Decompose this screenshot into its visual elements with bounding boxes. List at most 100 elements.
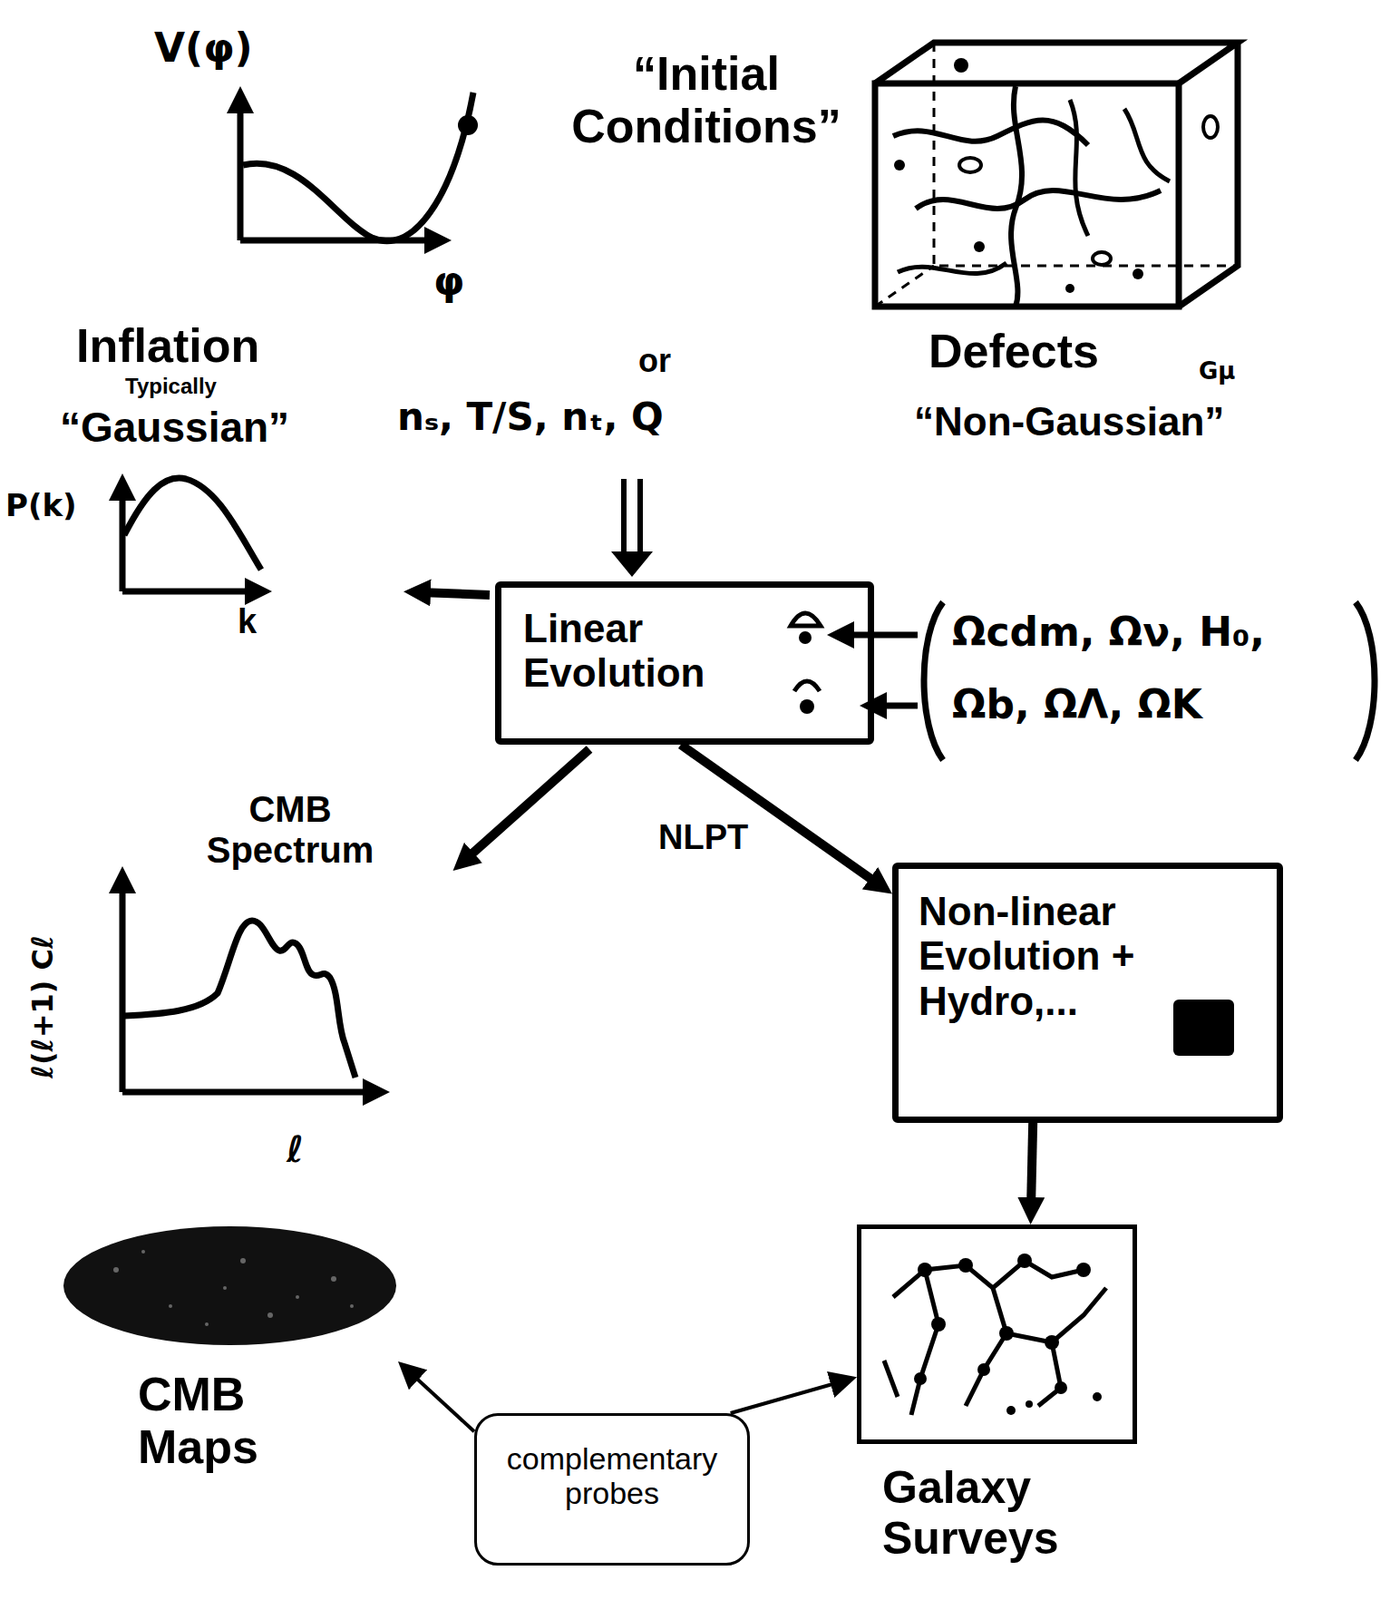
filament [1006, 1287, 1107, 1342]
filament [884, 1360, 898, 1397]
galaxy-dot [1092, 1391, 1102, 1401]
process-box: Linear Evolution [495, 581, 875, 745]
diagram-label: or [638, 342, 671, 380]
cosmic-string [915, 190, 1161, 209]
cube-edge [875, 42, 1238, 307]
map-ellipse [61, 1224, 399, 1347]
galaxy-dot [1076, 1262, 1091, 1277]
flow-arrow [465, 748, 590, 860]
diagram-label: ℓ [286, 1128, 304, 1170]
diagram-label: V(φ) [154, 25, 253, 70]
node-text: Non-linear Evolution + Hydro,... [918, 888, 1182, 1023]
galaxy-dot [1025, 1400, 1033, 1408]
node-text: Galaxy Surveys [882, 1461, 1100, 1564]
cmb-map-ellipse [63, 1225, 397, 1345]
plot-axis [119, 882, 127, 1092]
defect-dot [1132, 268, 1144, 280]
galaxy-dot [1044, 1334, 1060, 1350]
filament [965, 1287, 1007, 1406]
cosmic-string [1069, 99, 1089, 236]
cosmic-string [897, 262, 1007, 274]
diagram-label: “Initial Conditions” [542, 47, 871, 153]
galaxy-dot [1054, 1380, 1068, 1394]
cmb-spectrum-curve [124, 920, 356, 1078]
cube-edge [875, 83, 1179, 307]
diagram-label: Typically [125, 374, 217, 399]
filament [893, 1260, 1084, 1297]
cmb-speck [240, 1257, 246, 1264]
cmb-speck [267, 1312, 273, 1318]
diagram-label: Gμ [1198, 358, 1235, 385]
string-loop [1203, 116, 1218, 138]
cmb-speck [113, 1266, 119, 1273]
map-node: CMB Maps [61, 1224, 399, 1473]
diagram-label: Ωb, ΩΛ, ΩK [952, 681, 1203, 727]
diagram-label: CMB Spectrum [177, 788, 403, 871]
string-loop [1092, 252, 1111, 265]
black-box-icon [1173, 999, 1235, 1056]
defect-dot [894, 159, 905, 171]
cosmic-string [893, 120, 1089, 146]
diagram-label: “Gaussian” [59, 404, 290, 452]
defect-dot [953, 58, 969, 73]
potential-curve [243, 92, 474, 242]
survey-frame [856, 1224, 1138, 1444]
cube-hidden-edge [875, 42, 1238, 307]
power-spectrum-curve [124, 477, 262, 570]
gauge-icon [794, 680, 820, 691]
parameter-arrow [875, 702, 918, 710]
double-arrow [621, 478, 627, 555]
parameter-arrow [843, 631, 918, 639]
cosmic-string [1124, 108, 1170, 182]
connector-arrow [730, 1380, 842, 1413]
flow-arrow [419, 592, 490, 595]
double-arrowhead [611, 551, 653, 577]
filament [1038, 1341, 1061, 1406]
plot-axis [122, 588, 256, 595]
diagram-label: nₛ, T/S, nₜ, Q [397, 395, 664, 438]
plot-axis [237, 102, 244, 241]
double-arrow [637, 478, 643, 555]
survey-node: Galaxy Surveys [856, 1224, 1138, 1564]
connector-arrow [409, 1371, 475, 1431]
rolling-ball [457, 115, 478, 136]
galaxy-dot [999, 1325, 1014, 1341]
cmb-speck [223, 1285, 227, 1290]
diagram-label: Inflation [76, 319, 260, 372]
diagram-label: Ωcdm, Ων, H₀, [952, 609, 1265, 654]
cmb-speck [295, 1294, 300, 1299]
filament [911, 1269, 939, 1415]
process-box: Non-linear Evolution + Hydro,... [892, 862, 1284, 1123]
connector-arrow [680, 744, 879, 885]
plot-axis [122, 1088, 374, 1096]
defect-dot [1065, 283, 1075, 293]
cmb-speck [168, 1303, 173, 1308]
survey-frame-border [859, 1226, 1136, 1442]
string-loop [959, 157, 982, 173]
gauge-icon [790, 612, 821, 626]
probes-box: complementary probes [474, 1412, 750, 1566]
galaxy-dot [917, 1262, 933, 1277]
node-text: Linear Evolution [523, 605, 732, 696]
diagram-label: ℓ(ℓ+1) Cℓ [27, 934, 60, 1079]
gauge-icon [798, 631, 812, 644]
cmb-speck [350, 1303, 354, 1308]
galaxy-dot [931, 1316, 946, 1332]
defect-dot [973, 241, 985, 253]
diagram-label: P(k) [5, 487, 78, 523]
cmb-speck [204, 1322, 209, 1326]
connector-arrow [1030, 1122, 1033, 1208]
cosmic-string [1011, 86, 1022, 307]
galaxy-dot [977, 1362, 991, 1376]
diagram-label: k [237, 602, 257, 642]
galaxy-dot [1006, 1405, 1016, 1415]
bracket [923, 602, 944, 760]
plot-axis [119, 489, 127, 592]
cmb-speck [141, 1249, 146, 1254]
connector-label: NLPT [654, 816, 752, 859]
cmb-speck [330, 1275, 337, 1282]
